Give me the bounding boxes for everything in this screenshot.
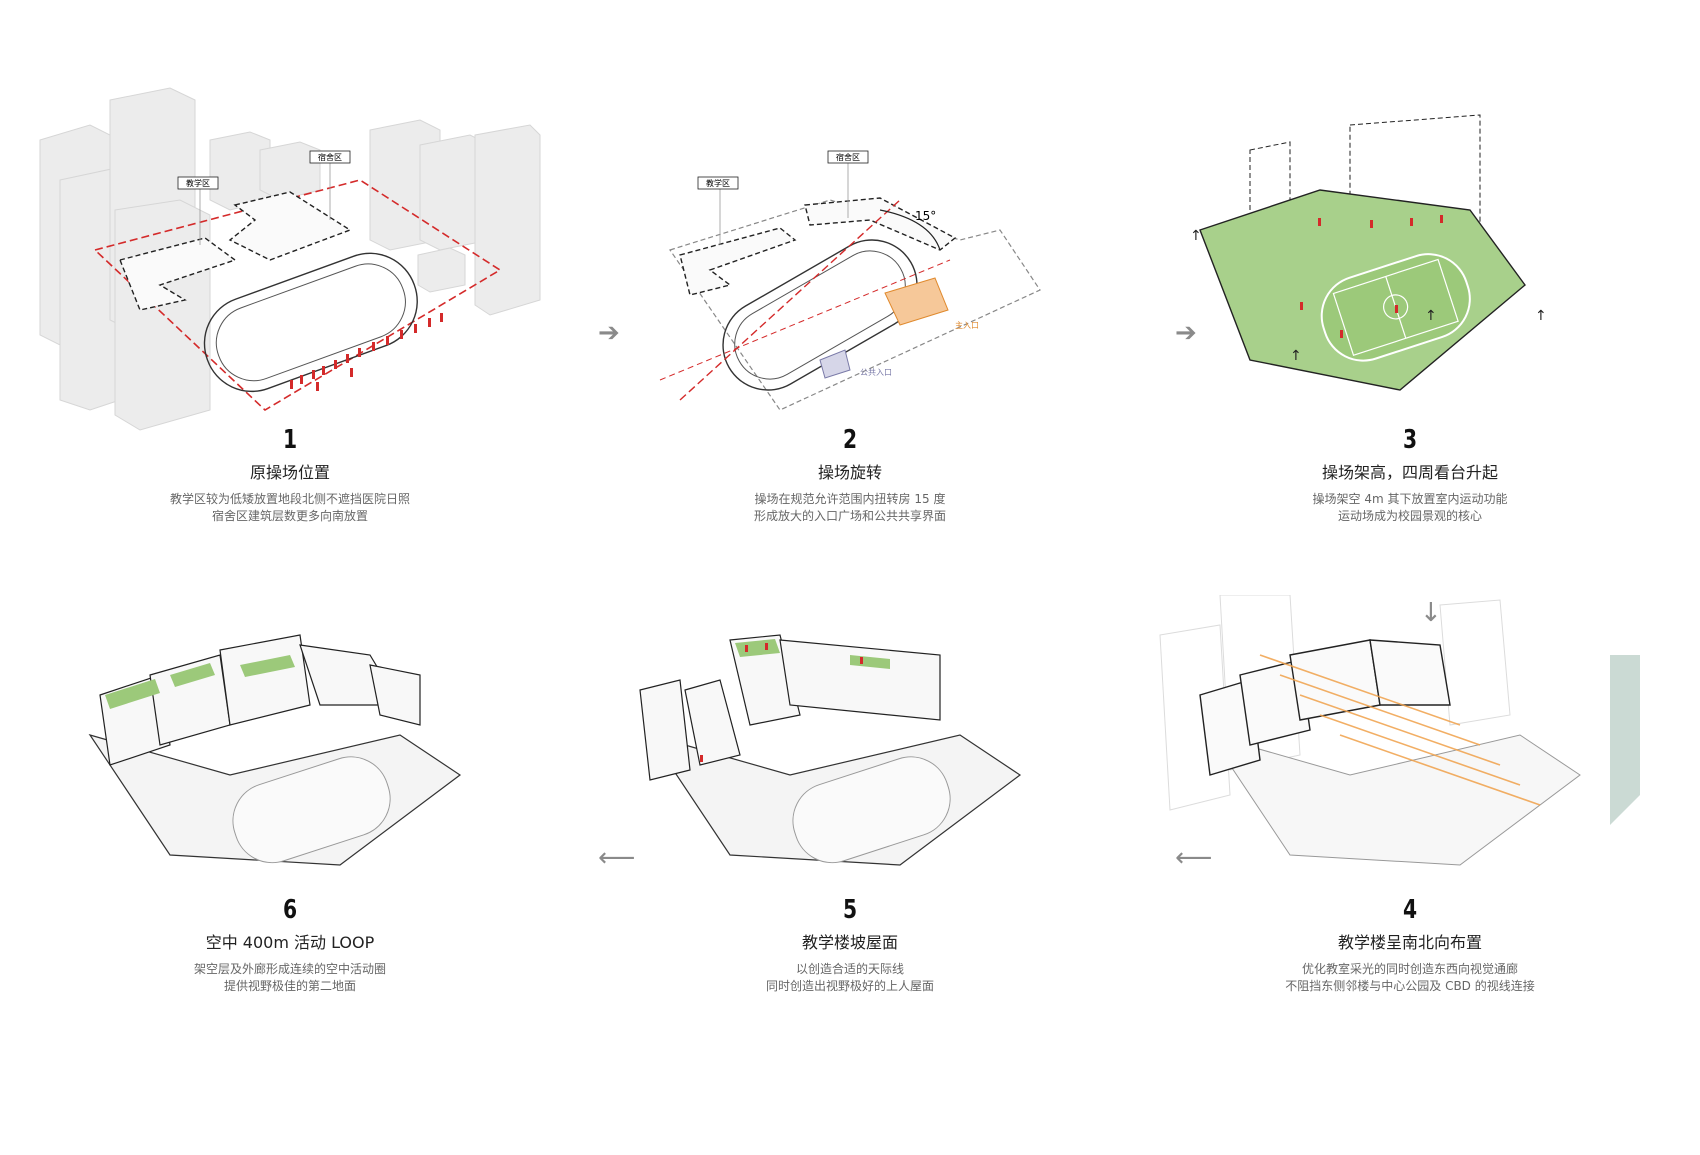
crowd-markers bbox=[290, 313, 443, 391]
step-3-panel: ↑ ↑ ↑ ↑ 3 操场架高，四周看台升起 操场架空 4m 其下放置室内运动功能 运… bbox=[1140, 70, 1680, 630]
step-desc-2: 宿舍区建筑层数更多向南放置 bbox=[211, 509, 368, 523]
svg-text:↑: ↑ bbox=[1535, 308, 1547, 324]
step-number: 2 bbox=[842, 425, 858, 455]
teaching-zone bbox=[119, 237, 237, 311]
step-desc-1: 优化教室采光的同时创造东西向视觉通廊 bbox=[1301, 962, 1518, 976]
cbd-skyline-view bbox=[1610, 655, 1640, 825]
step-2-panel: 15° 主入口 公共入口 教学区 宿舍区 2 操场旋转 操场在规范允许范围内扭转… bbox=[580, 70, 1120, 630]
step-title: 教学楼坡屋面 bbox=[801, 933, 898, 952]
step-6-panel: 6 空中 400m 活动 LOOP 架空层及外廊形成连续的空中活动圈 提供视野极… bbox=[20, 595, 560, 1155]
main-entry-label: 主入口 bbox=[955, 320, 979, 330]
tag-dormitory: 宿舍区 bbox=[827, 150, 869, 218]
step-1-diagram: 教学区 宿舍区 bbox=[39, 87, 541, 431]
sightline-corridors bbox=[1259, 654, 1541, 806]
step-5-diagram bbox=[639, 634, 1022, 866]
arrow-right-icon: ➔ bbox=[1175, 318, 1197, 348]
step-number: 1 bbox=[282, 425, 298, 455]
svg-text:↑: ↑ bbox=[1290, 348, 1302, 364]
step-4-diagram bbox=[1159, 595, 1640, 866]
step-5-panel: 5 教学楼坡屋面 以创造合适的天际线 同时创造出视野极好的上人屋面 bbox=[580, 595, 1120, 1155]
teaching-zone bbox=[679, 227, 797, 296]
svg-text:教学区: 教学区 bbox=[706, 178, 730, 188]
teaching-buildings bbox=[639, 634, 941, 781]
svg-text:教学区: 教学区 bbox=[186, 178, 210, 188]
arrow-left-icon: ⟵ bbox=[1175, 843, 1213, 873]
step-number: 6 bbox=[282, 895, 298, 925]
arrow-down-icon: ↓ bbox=[1420, 598, 1442, 628]
arrow-left-icon: ⟵ bbox=[598, 843, 636, 873]
teaching-buildings bbox=[1199, 639, 1451, 776]
step-1-caption: 1 原操场位置 教学区较为低矮放置地段北侧不遮挡医院日照 宿舍区建筑层数更多向南… bbox=[20, 425, 560, 525]
step-desc-1: 架空层及外廊形成连续的空中活动圈 bbox=[193, 962, 386, 976]
step-number: 3 bbox=[1402, 425, 1418, 455]
surrounding-buildings bbox=[39, 87, 541, 431]
step-number: 5 bbox=[842, 895, 858, 925]
step-2-diagram: 15° 主入口 公共入口 教学区 宿舍区 bbox=[659, 150, 1041, 411]
step-3-caption: 3 操场架高，四周看台升起 操场架空 4m 其下放置室内运动功能 运动场成为校园… bbox=[1140, 425, 1680, 525]
step-desc-2: 形成放大的入口广场和公共共享界面 bbox=[753, 509, 946, 523]
step-4-panel: 4 教学楼呈南北向布置 优化教室采光的同时创造东西向视觉通廊 不阻挡东侧邻楼与中… bbox=[1140, 595, 1680, 1155]
step-desc-2: 运动场成为校园景观的核心 bbox=[1337, 509, 1482, 523]
step-desc-2: 不阻挡东侧邻楼与中心公园及 CBD 的视线连接 bbox=[1285, 979, 1535, 993]
step-desc-1: 教学区较为低矮放置地段北侧不遮挡医院日照 bbox=[169, 492, 410, 506]
step-desc-1: 以创造合适的天际线 bbox=[795, 962, 904, 976]
arrow-right-icon: ➔ bbox=[598, 318, 620, 348]
public-entry-zone bbox=[819, 349, 851, 379]
crowd-markers bbox=[700, 643, 863, 762]
step-desc-1: 操场架空 4m 其下放置室内运动功能 bbox=[1312, 492, 1508, 506]
step-5-caption: 5 教学楼坡屋面 以创造合适的天际线 同时创造出视野极好的上人屋面 bbox=[580, 895, 1120, 995]
svg-text:↑: ↑ bbox=[1190, 228, 1202, 244]
step-4-caption: 4 教学楼呈南北向布置 优化教室采光的同时创造东西向视觉通廊 不阻挡东侧邻楼与中… bbox=[1140, 895, 1680, 995]
step-title: 操场架高，四周看台升起 bbox=[1321, 463, 1498, 482]
step-title: 空中 400m 活动 LOOP bbox=[205, 933, 375, 952]
step-title: 教学楼呈南北向布置 bbox=[1337, 933, 1482, 952]
crowd-markers bbox=[1300, 215, 1443, 338]
entry-plaza bbox=[884, 277, 949, 326]
tag-teaching: 教学区 bbox=[177, 176, 219, 245]
step-desc-1: 操场在规范允许范围内扭转房 15 度 bbox=[754, 492, 946, 506]
rotation-axis bbox=[679, 199, 901, 401]
site-boundary bbox=[669, 199, 1041, 411]
step-6-diagram bbox=[88, 634, 462, 866]
step-desc-2: 提供视野极佳的第二地面 bbox=[223, 979, 356, 993]
tag-teaching: 教学区 bbox=[697, 176, 739, 245]
step-title: 原操场位置 bbox=[249, 463, 330, 482]
step-3-diagram: ↑ ↑ ↑ ↑ bbox=[1190, 114, 1547, 391]
public-entry-label: 公共入口 bbox=[860, 368, 892, 377]
original-axis bbox=[659, 259, 951, 381]
svg-text:宿舍区: 宿舍区 bbox=[836, 152, 860, 162]
field-base bbox=[1208, 734, 1581, 866]
step-title: 操场旋转 bbox=[817, 463, 882, 482]
step-2-caption: 2 操场旋转 操场在规范允许范围内扭转房 15 度 形成放大的入口广场和公共共享… bbox=[580, 425, 1120, 525]
step-number: 4 bbox=[1402, 895, 1418, 925]
dormitory-zone bbox=[804, 197, 957, 251]
lift-arrows: ↑ ↑ ↑ ↑ bbox=[1190, 228, 1547, 364]
svg-text:↑: ↑ bbox=[1425, 308, 1437, 324]
svg-text:宿舍区: 宿舍区 bbox=[318, 152, 342, 162]
dormitory-zone bbox=[228, 191, 352, 261]
step-6-caption: 6 空中 400m 活动 LOOP 架空层及外廊形成连续的空中活动圈 提供视野极… bbox=[20, 895, 560, 995]
green-roofs bbox=[105, 655, 295, 709]
rotation-angle: 15° bbox=[915, 209, 936, 223]
step-desc-2: 同时创造出视野极好的上人屋面 bbox=[765, 979, 934, 993]
tag-dormitory: 宿舍区 bbox=[309, 150, 351, 220]
rotation-arc bbox=[879, 209, 941, 251]
running-track bbox=[203, 252, 418, 393]
step-1-panel: 教学区 宿舍区 1 原操场位置 教学区较为低矮放置地段北侧不遮挡医院日照 宿舍区… bbox=[20, 70, 560, 630]
